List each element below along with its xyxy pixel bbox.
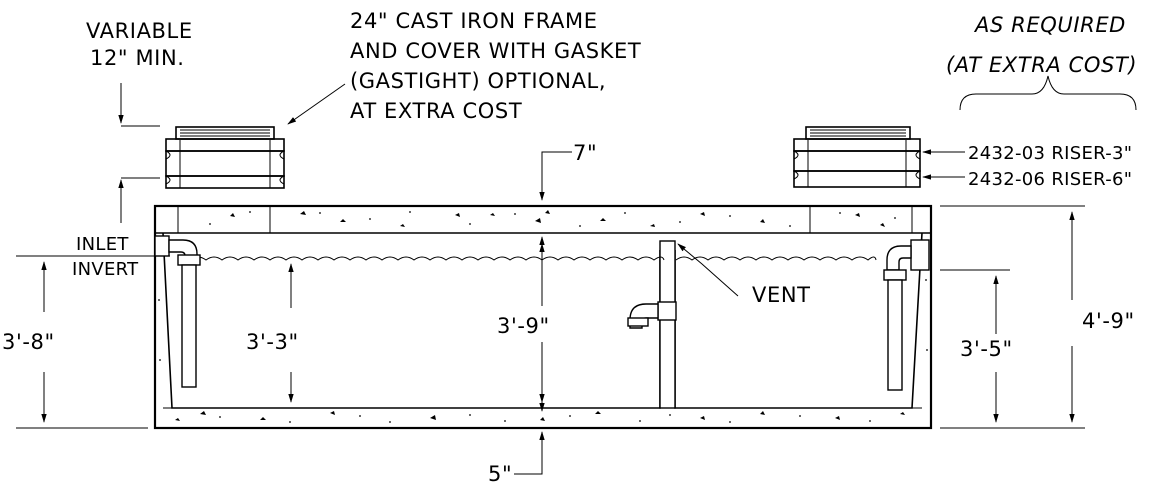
- baffle-wall: [659, 240, 676, 409]
- concrete-hatching: [158, 210, 928, 423]
- riser-6-label: 2432-06 RISER-6": [968, 169, 1132, 190]
- frame-cover-label-line2: AND COVER WITH GASKET: [350, 39, 641, 63]
- riser-3-label: 2432-03 RISER-3": [968, 143, 1132, 164]
- inlet-height-dim-label: 3'-8": [2, 330, 55, 354]
- frame-cover-label-line1: 24" CAST IRON FRAME: [350, 9, 598, 33]
- right-compartment-inner: [674, 232, 923, 409]
- baffle-pipe: [627, 301, 677, 329]
- frame-cover-label-line4: AT EXTRA COST: [350, 99, 522, 123]
- riser-right: [793, 126, 921, 188]
- frame-cover-label-line3: (GASTIGHT) OPTIONAL,: [350, 69, 606, 93]
- interior-height-dim-label: 3'-9": [497, 314, 550, 338]
- outlet-pipe: [883, 239, 930, 391]
- bottom-slab-dim-label: 5": [488, 462, 512, 486]
- variable-label-line2: 12" MIN.: [90, 46, 185, 70]
- invert-label: INVERT: [72, 259, 139, 280]
- vent-label: VENT: [752, 283, 811, 307]
- at-extra-cost-label: (AT EXTRA COST): [946, 53, 1137, 77]
- dimension-lines: [16, 205, 1085, 429]
- tank-outline: [153, 204, 933, 430]
- inlet-pipe: [154, 235, 201, 388]
- liquid-surface-left: [189, 256, 665, 261]
- liquid-surface-right: [675, 256, 877, 261]
- liquid-depth-dim-label: 3'-3": [246, 330, 299, 354]
- top-slab-dim-label: 7": [573, 141, 597, 165]
- outlet-height-dim-label: 3'-5": [960, 337, 1013, 361]
- inlet-label: INLET: [76, 234, 129, 255]
- overall-height-dim-label: 4'-9": [1082, 309, 1135, 333]
- variable-label-line1: VARIABLE: [86, 19, 193, 43]
- leaders: [16, 75, 1137, 475]
- riser-left: [165, 126, 285, 189]
- tank-body: [153, 204, 933, 430]
- as-required-label: AS REQUIRED: [973, 13, 1126, 37]
